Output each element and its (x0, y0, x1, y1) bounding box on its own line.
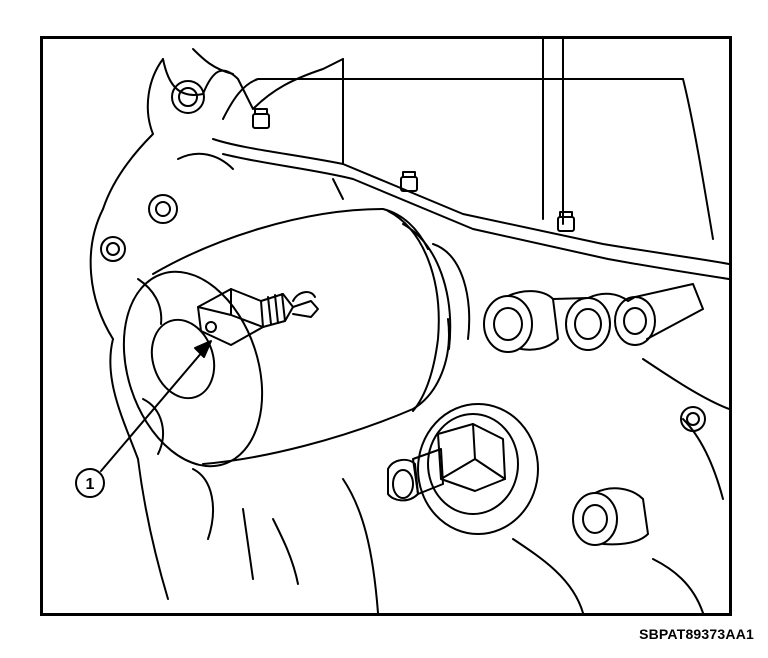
engine-illustration: 1 (75, 39, 729, 613)
flange-bolt (557, 211, 575, 232)
figure-id: SBPAT89373AA1 (639, 626, 754, 642)
oil-pressure-switch (197, 288, 319, 346)
temperature-sensor (387, 403, 539, 535)
transmission-case (89, 48, 344, 600)
callout-1: 1 (75, 468, 105, 498)
flange-bolt (400, 171, 418, 192)
callout-leader (100, 340, 212, 472)
oil-pan-flange (212, 39, 729, 280)
flange-bolt (252, 108, 270, 129)
illustration-frame: 1 (40, 36, 732, 616)
cooler-fittings (483, 283, 704, 353)
oil-filter (122, 208, 471, 468)
case-detail (342, 358, 729, 613)
callout-number: 1 (86, 476, 95, 493)
lower-outlet-fitting (572, 487, 649, 546)
